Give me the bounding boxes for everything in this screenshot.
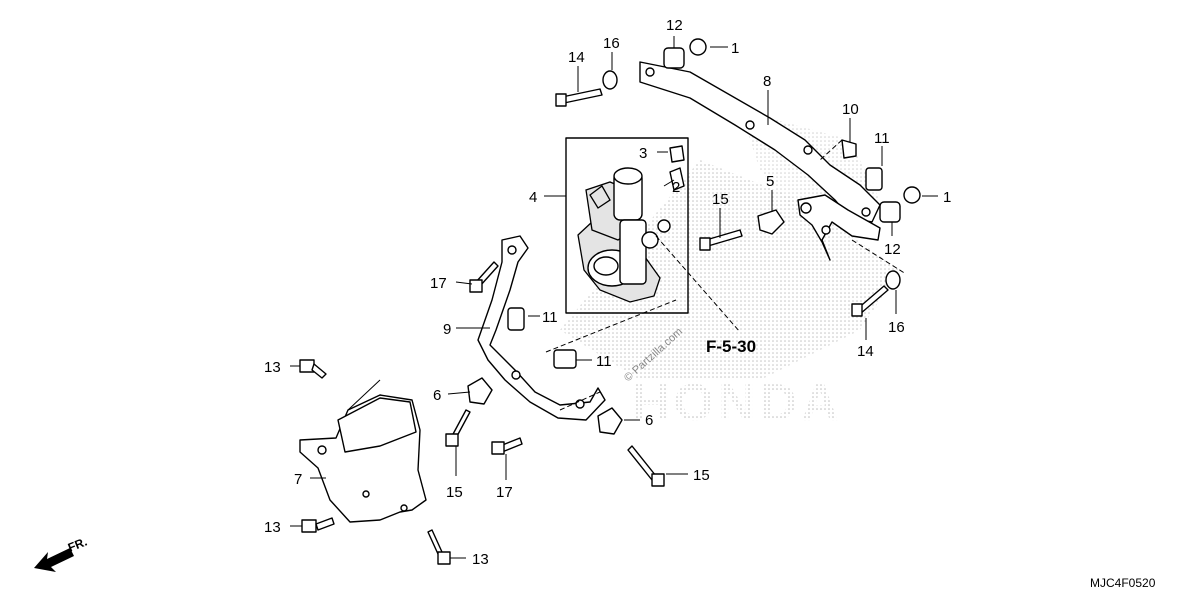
collar-11-left-lower[interactable] xyxy=(553,349,577,369)
callout-7: 7 xyxy=(294,471,302,488)
callout-16: 16 xyxy=(888,319,905,336)
grommet-5[interactable] xyxy=(757,209,785,235)
bolt-15-left[interactable] xyxy=(445,409,471,447)
bolt-13-bottom[interactable] xyxy=(427,529,451,565)
callout-13: 13 xyxy=(264,359,281,376)
air-valve-screw-2[interactable] xyxy=(669,167,685,191)
callout-14: 14 xyxy=(568,49,585,66)
callout-3: 3 xyxy=(639,145,647,162)
grommet-6-left[interactable] xyxy=(467,377,493,405)
rubber-12-right[interactable] xyxy=(879,201,901,223)
callout-11: 11 xyxy=(542,309,558,326)
callout-15: 15 xyxy=(693,467,710,484)
bolt-14-right[interactable] xyxy=(851,285,889,317)
callout-17: 17 xyxy=(430,275,447,292)
washer-16-right[interactable] xyxy=(885,270,901,290)
callout-12: 12 xyxy=(884,241,901,258)
callout-12: 12 xyxy=(666,17,683,34)
callout-17: 17 xyxy=(496,484,513,501)
callout-11: 11 xyxy=(596,353,612,370)
collar-11-left-upper[interactable] xyxy=(507,307,525,331)
bolt-15-lower[interactable] xyxy=(627,445,665,487)
front-direction-label: FR. xyxy=(66,535,89,555)
bolt-13-top[interactable] xyxy=(299,359,327,379)
collar-11-right[interactable] xyxy=(865,167,883,191)
callout-14: 14 xyxy=(857,343,874,360)
upper-stay-8[interactable] xyxy=(639,61,881,223)
callout-6: 6 xyxy=(433,387,441,404)
bolt-14-upper[interactable] xyxy=(555,88,603,107)
callout-10: 10 xyxy=(842,101,859,118)
air-injection-valve-4[interactable] xyxy=(577,167,671,303)
callout-8: 8 xyxy=(763,73,771,90)
clip-10[interactable] xyxy=(841,139,857,159)
callout-15: 15 xyxy=(712,191,729,208)
figure-reference[interactable]: F-5-30 xyxy=(706,337,756,356)
rubber-12-upper[interactable] xyxy=(663,47,685,69)
callout-13: 13 xyxy=(472,551,489,568)
callout-11: 11 xyxy=(874,130,890,147)
bolt-17-upper[interactable] xyxy=(469,261,499,293)
callout-5: 5 xyxy=(766,173,774,190)
lower-stay[interactable] xyxy=(797,194,881,261)
callout-13: 13 xyxy=(264,519,281,536)
callout-15: 15 xyxy=(446,484,463,501)
callout-4: 4 xyxy=(529,189,537,206)
callout-1: 1 xyxy=(731,40,739,57)
callout-6: 6 xyxy=(645,412,653,429)
front-direction-arrow-icon: FR. xyxy=(34,535,89,572)
diagram-code: MJC4F0520 xyxy=(1090,576,1156,590)
collar-1-right[interactable] xyxy=(903,186,921,204)
vacuum-cap-3[interactable] xyxy=(669,145,685,163)
callout-1: 1 xyxy=(943,189,951,206)
bolt-15-center[interactable] xyxy=(699,229,743,251)
bolt-13-mid[interactable] xyxy=(301,517,335,533)
valve-frame xyxy=(565,137,689,314)
bolt-17-lower[interactable] xyxy=(491,437,523,455)
brand-mark: HONDA xyxy=(632,374,843,432)
washer-16-upper[interactable] xyxy=(602,70,618,90)
callout-16: 16 xyxy=(603,35,620,52)
collar-1-upper[interactable] xyxy=(689,38,707,56)
callout-9: 9 xyxy=(443,321,451,338)
dashed-reference-lines xyxy=(545,139,907,411)
callout-2: 2 xyxy=(672,179,680,196)
grommet-6-right[interactable] xyxy=(597,407,623,435)
air-filter-cover-7[interactable] xyxy=(299,379,427,523)
leader-lines xyxy=(290,36,938,559)
